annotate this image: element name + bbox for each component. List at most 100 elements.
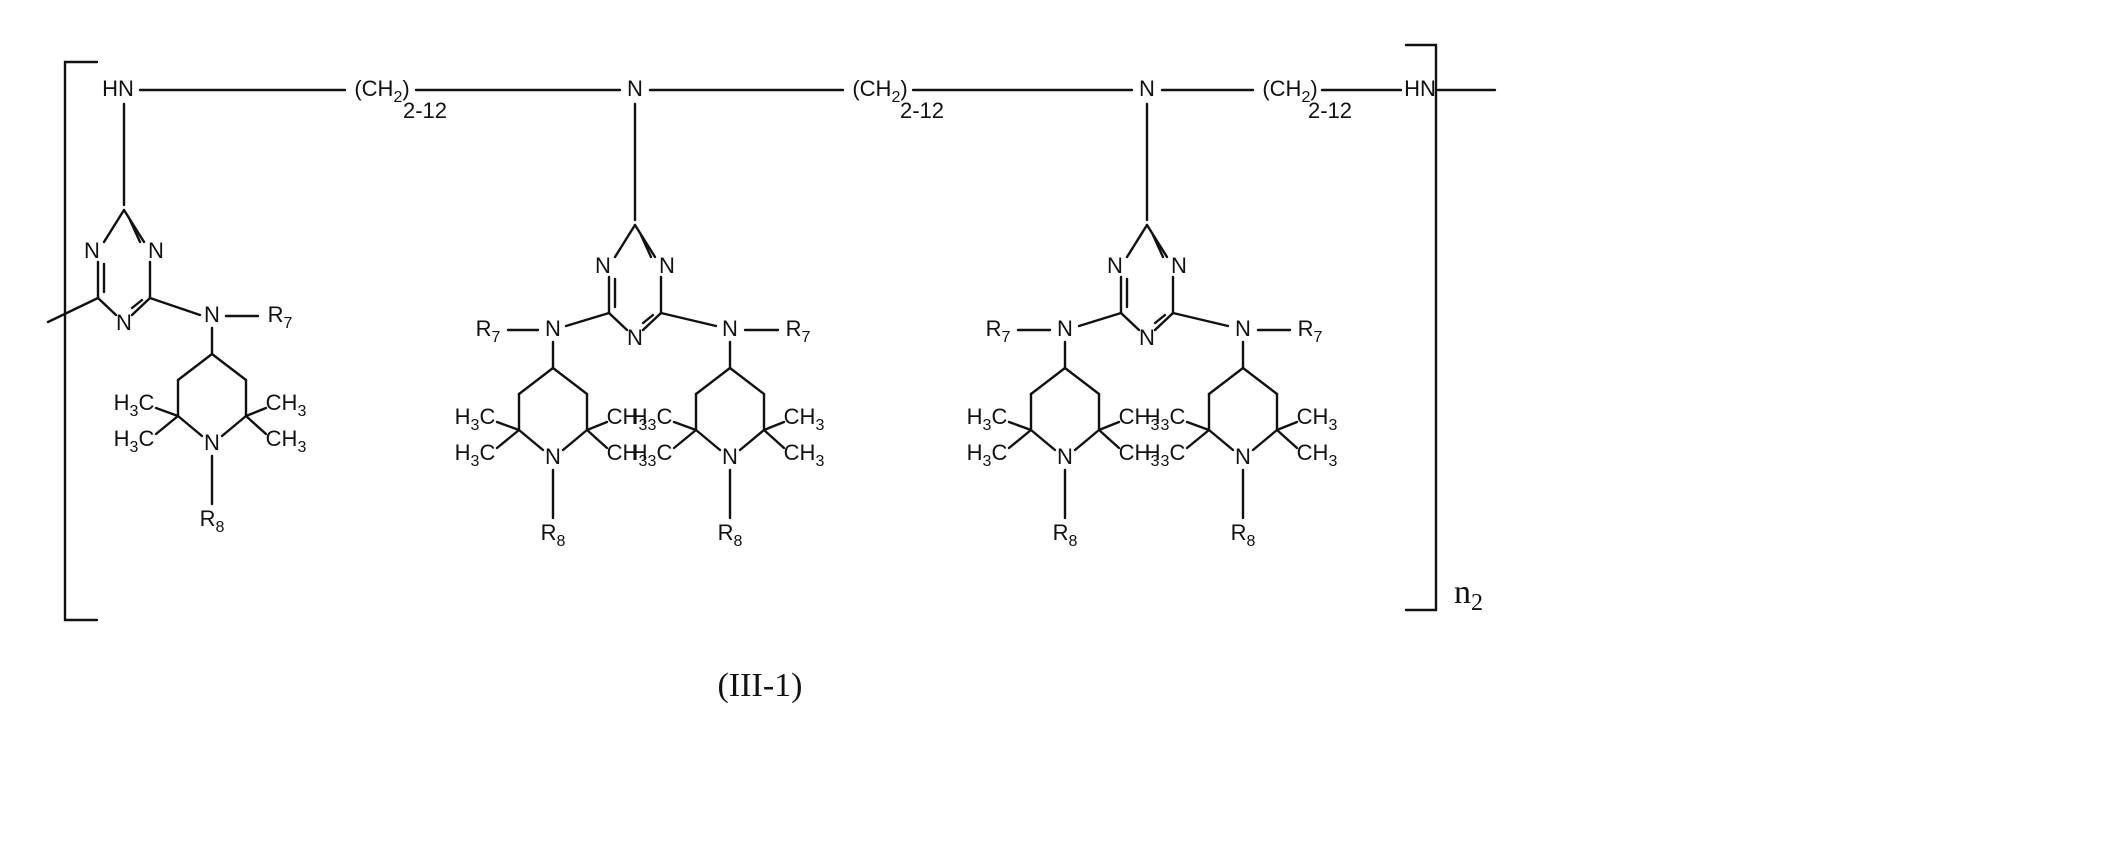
- bond-line: [1009, 422, 1031, 430]
- bond-line: [1009, 430, 1031, 448]
- n-label-right: N: [1139, 76, 1155, 101]
- bond-line: [497, 430, 519, 448]
- figure-caption: (III-1): [718, 667, 803, 704]
- r7-label: R7: [1298, 316, 1323, 346]
- ring-bond: [696, 368, 730, 394]
- r7-label: R7: [786, 316, 811, 346]
- ring-n-label: N: [627, 325, 643, 350]
- methyl-label: CH3: [1297, 404, 1338, 434]
- ring-bond: [553, 368, 587, 394]
- ring-n-label: N: [148, 238, 164, 263]
- bond-line: [674, 422, 696, 430]
- methyl-label: H3C: [455, 404, 496, 434]
- right-bracket: [1406, 45, 1436, 610]
- ring-n-label: N: [1107, 253, 1123, 278]
- methyl-label: H3C: [114, 426, 155, 456]
- ring-bond: [1209, 430, 1233, 450]
- methyl-label: CH3: [266, 390, 307, 420]
- r7-label: R7: [476, 316, 501, 346]
- ring-bond: [1031, 368, 1065, 394]
- piperidine-n-label: N: [1057, 444, 1073, 469]
- ring-bond: [1031, 430, 1055, 450]
- hn-label-right: HN: [1404, 76, 1436, 101]
- ring-bond: [519, 430, 543, 450]
- ring-n-label: N: [84, 238, 100, 263]
- methyl-label: CH3: [784, 404, 825, 434]
- bond-line: [1187, 422, 1209, 430]
- ring-bond: [1209, 368, 1243, 394]
- r7-label: R7: [986, 316, 1011, 346]
- ring-bond: [104, 210, 124, 242]
- ring-bond: [563, 430, 587, 450]
- amine-n-label: N: [722, 316, 738, 341]
- bond-line: [764, 422, 784, 430]
- ch2-label: (CH2): [354, 76, 409, 106]
- methyl-label: CH3: [266, 426, 307, 456]
- r8-label: R8: [1231, 520, 1256, 550]
- ring-bond: [1075, 430, 1099, 450]
- r8-label: R8: [1053, 520, 1078, 550]
- ring-bond: [1065, 368, 1099, 394]
- methyl-label: H3C: [967, 440, 1008, 470]
- ring-n-label: N: [659, 253, 675, 278]
- bond-line: [497, 422, 519, 430]
- piperidine-n-label: N: [545, 444, 561, 469]
- repeat-count-label: n2: [1454, 574, 1483, 616]
- hn-label-left: HN: [102, 76, 134, 101]
- ring-bond: [1253, 430, 1277, 450]
- ring-bond: [98, 298, 116, 315]
- ring-n-label: N: [595, 253, 611, 278]
- bond-line: [156, 416, 178, 434]
- bond-line: [246, 408, 266, 416]
- n-label-center: N: [627, 76, 643, 101]
- ring-bond: [519, 368, 553, 394]
- bond-line: [1079, 313, 1121, 326]
- piperidine-n-label: N: [204, 430, 220, 455]
- bond-line: [246, 416, 266, 434]
- amine-n-label: N: [1057, 316, 1073, 341]
- piperidine-n-label: N: [722, 444, 738, 469]
- piperidine-n-label: N: [1235, 444, 1251, 469]
- bond-line: [156, 408, 178, 416]
- r8-label: R8: [200, 506, 225, 536]
- ring-bond: [178, 416, 202, 436]
- methyl-label: H3C: [114, 390, 155, 420]
- r8-label: R8: [718, 520, 743, 550]
- amine-n-label: N: [545, 316, 561, 341]
- amine-n-label: N: [1235, 316, 1251, 341]
- ring-bond: [696, 430, 720, 450]
- ring-n-label: N: [1139, 325, 1155, 350]
- bond-line: [1099, 422, 1119, 430]
- methyl-label: H3C: [967, 404, 1008, 434]
- chain-range-label: 2-12: [900, 98, 944, 123]
- bond-line: [1173, 313, 1228, 326]
- chain-range-label: 2-12: [403, 98, 447, 123]
- continuation-bond: [48, 298, 98, 322]
- bond-line: [587, 422, 607, 430]
- ring-n-label: N: [116, 310, 132, 335]
- methyl-label: CH3: [1297, 440, 1338, 470]
- r8-label: R8: [541, 520, 566, 550]
- ring-bond: [615, 225, 635, 257]
- ring-bond: [222, 416, 246, 436]
- ring-bond: [730, 368, 764, 394]
- chain-range-label: 2-12: [1308, 98, 1352, 123]
- ring-n-label: N: [1171, 253, 1187, 278]
- bond-line: [1277, 430, 1297, 448]
- ring-bond: [1127, 225, 1147, 257]
- bond-line: [587, 430, 607, 448]
- bond-line: [764, 430, 784, 448]
- r7-label: R7: [268, 302, 293, 332]
- methyl-label: CH3: [784, 440, 825, 470]
- bond-line: [1099, 430, 1119, 448]
- ring-bond: [609, 313, 627, 330]
- bond-line: [150, 298, 200, 315]
- methyl-label: H3C: [455, 440, 496, 470]
- ring-bond: [1121, 313, 1139, 330]
- ring-bond: [740, 430, 764, 450]
- ring-bond: [212, 354, 246, 380]
- bond-line: [674, 430, 696, 448]
- ring-bond: [178, 354, 212, 380]
- bond-line: [1277, 422, 1297, 430]
